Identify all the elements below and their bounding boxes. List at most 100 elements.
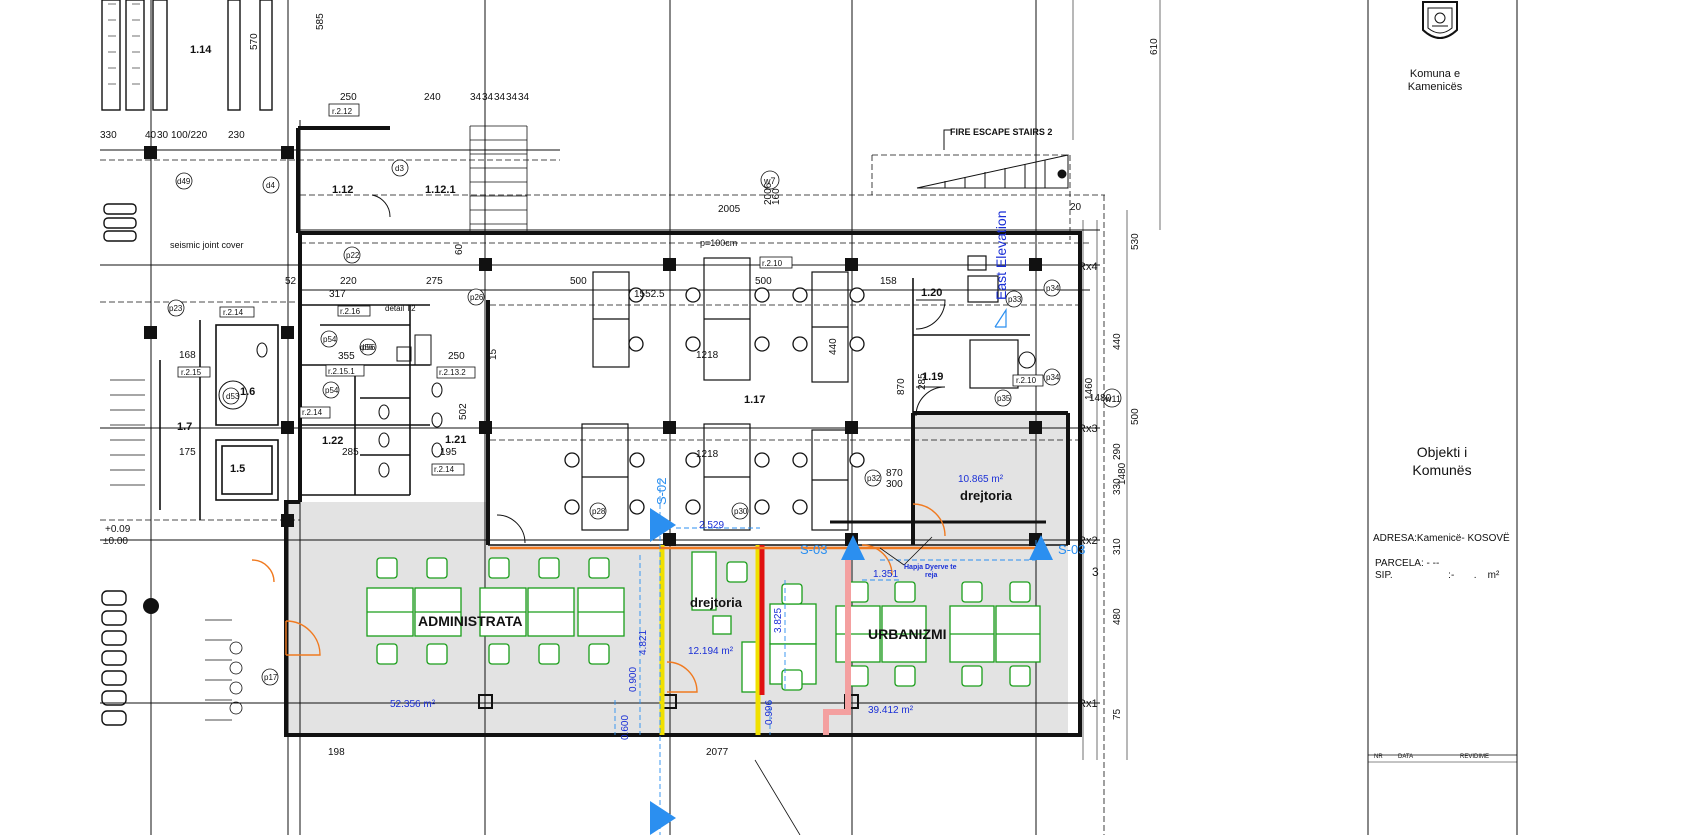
grid-label: Rx2 bbox=[1078, 535, 1098, 547]
dimension-text: 1552.5 bbox=[634, 289, 665, 300]
room-number: 1.6 bbox=[240, 386, 255, 398]
blue-dimension: 0.600 bbox=[620, 715, 631, 740]
dimension-text: 585 bbox=[315, 13, 326, 30]
dimension-text: 285 bbox=[342, 447, 359, 458]
dimension-text: 34 bbox=[482, 92, 494, 103]
dimension-text: 440 bbox=[1112, 333, 1123, 350]
dimension-text: 290 bbox=[1112, 443, 1123, 460]
section-markers bbox=[650, 508, 1053, 835]
tag-label: d3 bbox=[395, 164, 404, 173]
grid-label: w7 bbox=[763, 176, 776, 186]
address-text: ADRESA:Kamenicë- KOSOVË bbox=[1373, 533, 1510, 544]
room-number: 1.22 bbox=[322, 435, 343, 447]
dimension-text: 330 bbox=[100, 130, 117, 141]
east-elevation-label: East Elevation bbox=[993, 211, 1009, 301]
tag-label: p32 bbox=[867, 474, 881, 483]
dimension-text: 240 bbox=[424, 92, 441, 103]
dimension-text: 1218 bbox=[696, 449, 719, 460]
dimension-text: 34 bbox=[470, 92, 482, 103]
tag-label: d53 bbox=[226, 392, 240, 401]
dimension-text: 530 bbox=[1130, 233, 1141, 250]
grid-label: Rx3 bbox=[1078, 423, 1098, 435]
blue-dimension: 4.821 bbox=[638, 630, 649, 655]
dimension-text: 440 bbox=[828, 338, 839, 355]
tag-label: r.2.12 bbox=[332, 107, 353, 116]
dimension-text: 34 bbox=[506, 92, 518, 103]
room-name-drejtoria-small: drejtoria bbox=[690, 595, 743, 610]
dimension-text: 2005 bbox=[718, 204, 741, 215]
room-number: 1.7 bbox=[177, 421, 192, 433]
blue-dimension: 0.900 bbox=[628, 667, 639, 692]
sip-text: SIP. :- . m² bbox=[1375, 570, 1500, 581]
dimension-text: 168 bbox=[179, 350, 196, 361]
tag-label: r.2.16 bbox=[340, 307, 361, 316]
dimension-text: 100/220 bbox=[171, 130, 208, 141]
fire-escape-label: FIRE ESCAPE STAIRS 2 bbox=[950, 127, 1052, 137]
dimension-text: 30 bbox=[157, 130, 169, 141]
dimension-text: 355 bbox=[338, 351, 355, 362]
blue-dimension: 1.351 bbox=[873, 569, 898, 580]
tag-label: d4 bbox=[266, 181, 275, 190]
door-swings bbox=[251, 503, 946, 693]
level-label: +0.09 bbox=[105, 524, 131, 535]
dimension-text: 480 bbox=[1112, 608, 1123, 625]
tag-label: p56 bbox=[362, 343, 376, 352]
room-number: 1.21 bbox=[445, 434, 466, 446]
room-name-drejtoria-corner: drejtoria bbox=[960, 488, 1013, 503]
detail-label: detail T2 bbox=[385, 304, 416, 313]
dimension-text: 158 bbox=[880, 276, 897, 287]
room-number: 1.14 bbox=[190, 44, 212, 56]
door-note-label: reja bbox=[925, 572, 938, 579]
room-area-drejtoria-small: 12.194 m² bbox=[688, 646, 734, 657]
blue-dimension: 2.529 bbox=[699, 520, 724, 531]
dimension-text: 1480 bbox=[1117, 462, 1128, 485]
section-label: S-03 bbox=[800, 542, 827, 557]
dimension-text: 610 bbox=[1149, 38, 1160, 55]
pink-partition bbox=[823, 555, 851, 735]
grid-label: Rx1 bbox=[1078, 698, 1098, 710]
dimension-text: 198 bbox=[328, 747, 345, 758]
dimension-text: 2006 bbox=[763, 182, 774, 205]
dimension-text: 52 bbox=[285, 276, 297, 287]
dimension-text: 502 bbox=[458, 403, 469, 420]
dimension-text: 330 bbox=[1112, 478, 1123, 495]
dimension-text: 15 bbox=[488, 348, 499, 360]
green-furniture bbox=[366, 551, 1041, 693]
dimension-text: 20 bbox=[1070, 202, 1082, 213]
room-name-administrata: ADMINISTRATA bbox=[418, 613, 522, 629]
seismic-joint-label: seismic joint cover bbox=[170, 240, 244, 250]
tag-label: r.2.14 bbox=[302, 408, 323, 417]
dimension-text: 500 bbox=[570, 276, 587, 287]
dimension-text: 195 bbox=[440, 447, 457, 458]
tag-label: r.2.15 bbox=[181, 368, 202, 377]
tag-label: p54 bbox=[325, 386, 339, 395]
tag-label: p54 bbox=[323, 335, 337, 344]
municipality-seal-icon bbox=[1422, 1, 1458, 39]
dimension-text: 220 bbox=[340, 276, 357, 287]
dimension-text: 230 bbox=[228, 130, 245, 141]
room-number: 1.20 bbox=[921, 287, 942, 299]
dimension-text: 870 bbox=[896, 378, 907, 395]
section-label: S-03 bbox=[1058, 542, 1085, 557]
dimension-text: 34 bbox=[494, 92, 506, 103]
tag-label: r.2.10 bbox=[1016, 376, 1037, 385]
dimension-text: 300 bbox=[886, 479, 903, 490]
room-number: 1.12.1 bbox=[425, 184, 456, 196]
tag-label: p35 bbox=[997, 394, 1011, 403]
grid-label: w11 bbox=[1104, 394, 1121, 404]
rev-header-nr: NR bbox=[1374, 754, 1383, 760]
dimension-text: 500 bbox=[755, 276, 772, 287]
room-number: 1.5 bbox=[230, 463, 245, 475]
dimension-text: 1480 bbox=[1089, 393, 1112, 404]
tag-label: d49 bbox=[177, 177, 191, 186]
tag-label: d56 bbox=[360, 343, 374, 352]
section-label: S-02 bbox=[654, 478, 669, 505]
room-area-urbanizmi: 39.412 m² bbox=[868, 705, 914, 716]
tag-label: p17 bbox=[264, 673, 278, 682]
tag-label: r.2.15.1 bbox=[328, 367, 355, 376]
grid-label: 3 bbox=[1092, 565, 1099, 579]
tag-label: p22 bbox=[346, 251, 360, 260]
room-fill-drejtoria-corner bbox=[913, 413, 1068, 545]
room-name-urbanizmi: URBANIZMI bbox=[868, 626, 947, 642]
